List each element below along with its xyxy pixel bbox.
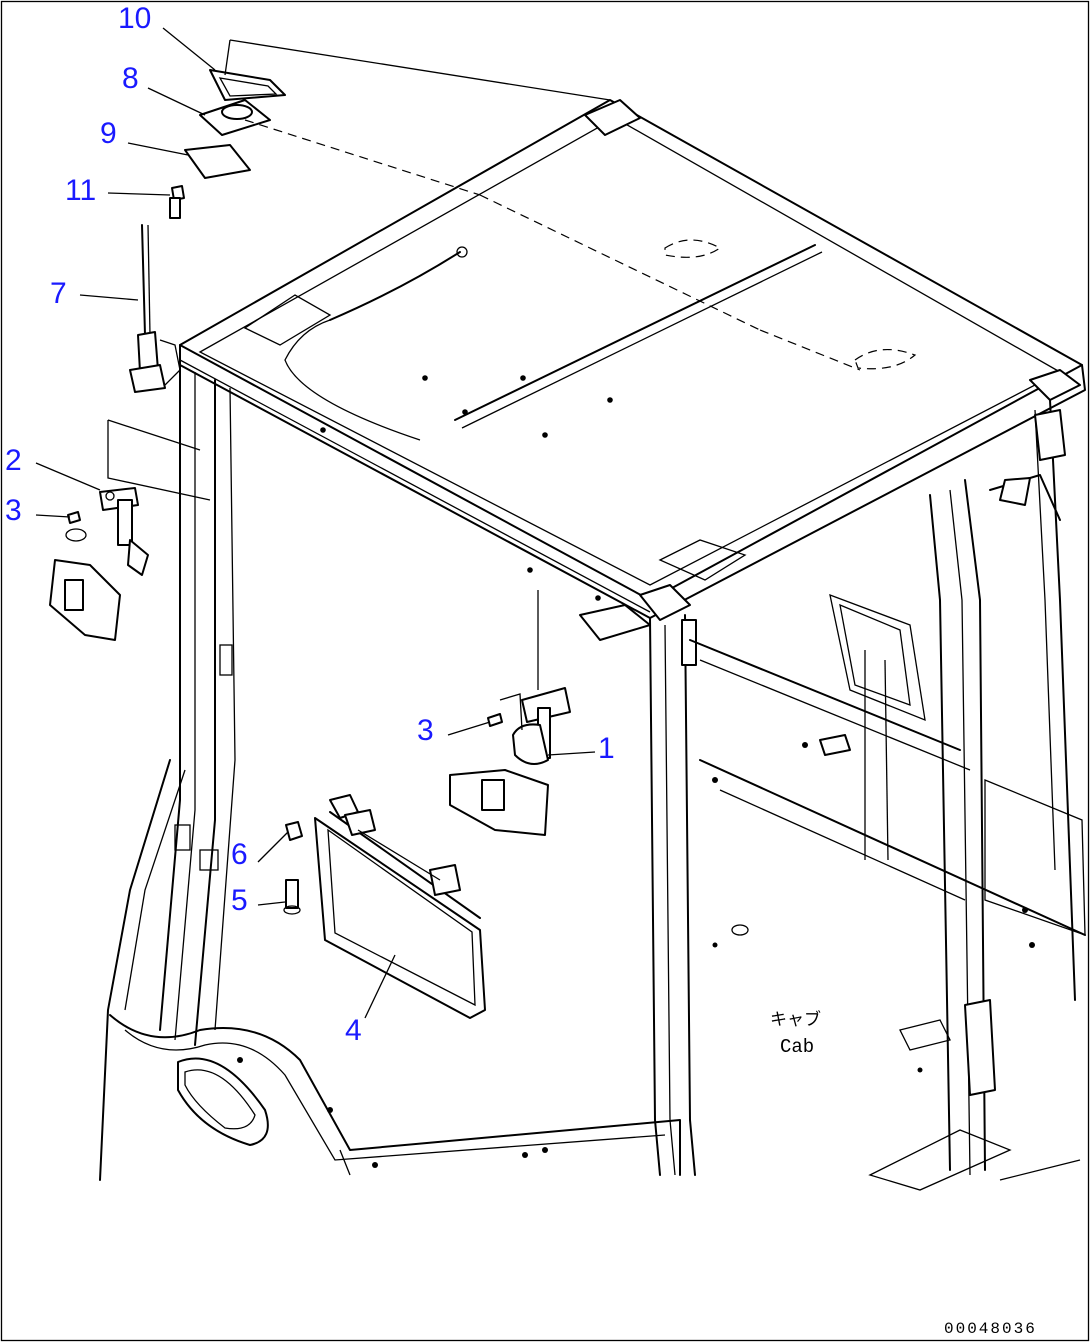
mirror-bracket-center	[449, 590, 571, 836]
leader-lines	[35, 27, 596, 1019]
label-part-2: 2	[5, 444, 22, 477]
label-part-1: 1	[598, 732, 615, 765]
antenna-assembly	[129, 39, 861, 393]
label-part-6: 6	[231, 838, 248, 871]
cab-right-side	[689, 399, 1086, 1191]
cab-label-japanese: キャブ	[770, 1009, 821, 1030]
cab-label-english: Cab	[780, 1036, 814, 1058]
mirror-bracket-left	[49, 419, 211, 641]
part-labels: 10 8 9 11 7 2 3 3 1 6 5 4	[5, 2, 615, 1047]
front-left-pillar	[99, 364, 236, 1181]
label-part-3-left: 3	[5, 494, 22, 527]
label-part-9: 9	[100, 117, 117, 150]
cab-roof	[179, 99, 1086, 621]
label-part-4: 4	[345, 1014, 362, 1047]
sun-visor	[283, 794, 486, 1019]
label-part-11: 11	[65, 174, 96, 207]
label-part-10: 10	[118, 2, 151, 35]
label-part-7: 7	[50, 277, 67, 310]
label-part-8: 8	[122, 62, 139, 95]
label-part-3-center: 3	[417, 714, 434, 747]
windshield-right-post	[579, 604, 697, 1176]
cab-lower-frame	[109, 1014, 681, 1176]
drawing-code: 00048036	[944, 1320, 1037, 1338]
label-part-5: 5	[231, 884, 248, 917]
